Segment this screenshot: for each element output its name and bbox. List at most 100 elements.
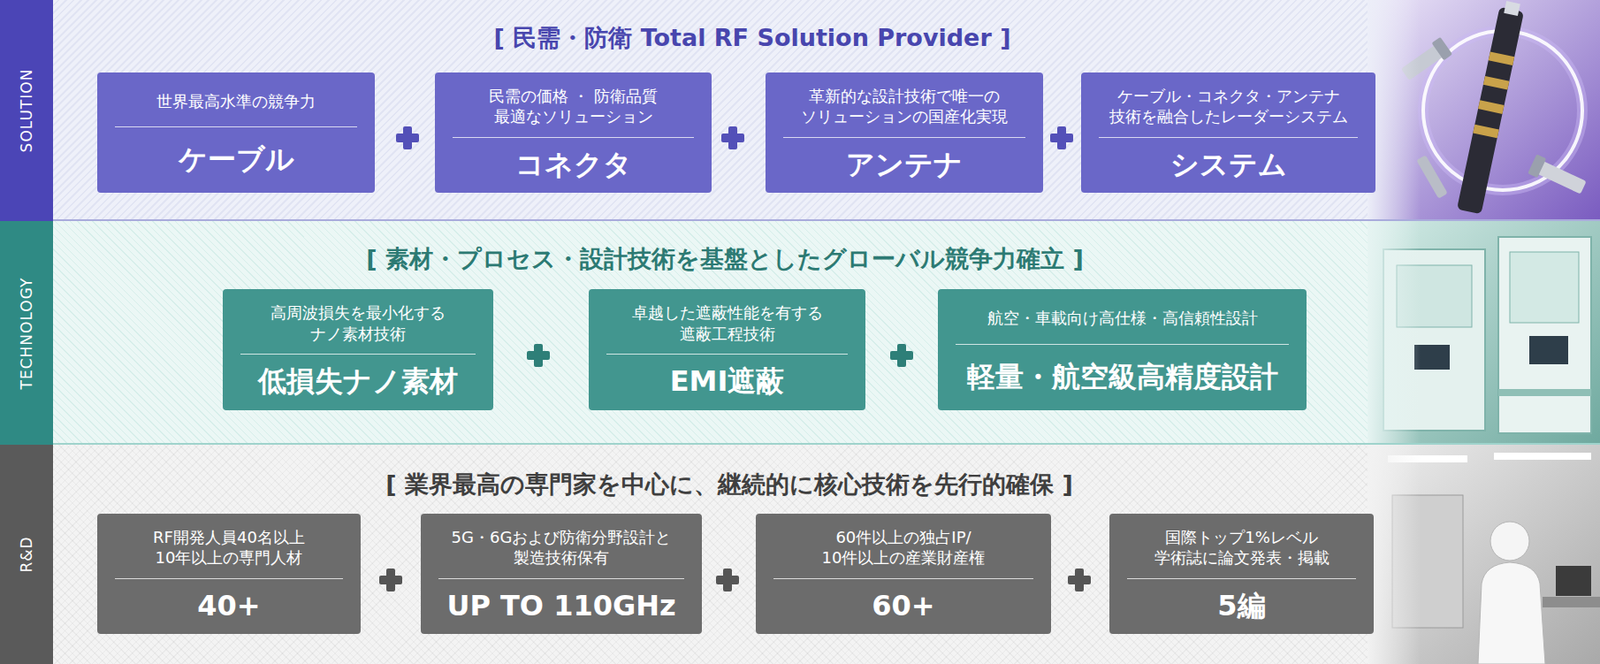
machine-screen xyxy=(1529,335,1569,365)
feature-caption: RF開発人員40名以上 10年以上の専門人材 xyxy=(109,526,349,569)
feature-title: アンテナ xyxy=(777,147,1031,182)
feature-title: ケーブル xyxy=(109,142,363,176)
divider-line xyxy=(783,137,1026,138)
caption-area: RF開発人員40名以上 10年以上の専門人材 xyxy=(109,522,349,573)
feature-box: 卓越した遮蔽性能を有する 遮蔽工程技術 EMI遮蔽 xyxy=(588,289,866,411)
feature-box: 高周波損失を最小化する ナノ素材技術低損失ナノ素材 xyxy=(222,289,494,411)
plus-symbol xyxy=(716,568,740,592)
title-area: 低損失ナノ素材 xyxy=(235,359,481,404)
title-area: 5編 xyxy=(1121,584,1362,627)
section-band: TECHNOLOGY [ 素材・プロセス・設計技術を基盤としたグローバル競争力確立… xyxy=(0,220,1600,445)
section-band: SOLUTION [ 民需・防衛 Total RF Solution Provid… xyxy=(0,0,1600,221)
feature-title: UP TO 110GHz xyxy=(433,588,690,623)
machine-window xyxy=(1509,251,1579,323)
divider-line xyxy=(1127,578,1357,580)
section-heading: [ 民需・防衛 Total RF Solution Provider ] xyxy=(494,22,1012,54)
section-label: R&D xyxy=(17,535,36,572)
section-band: R&D [ 業界最高の専門家を中心に、継続的に核心技術を先行的確保 ] RF開発人員… xyxy=(0,444,1600,664)
feature-title: コネクタ xyxy=(447,147,700,182)
monitor xyxy=(1555,565,1592,596)
connector-body xyxy=(1416,154,1448,199)
coax-cable xyxy=(1456,0,1526,214)
feature-box: 世界最高水準の競争力ケーブル xyxy=(97,72,375,193)
person-head xyxy=(1490,521,1530,561)
glow-ring xyxy=(1423,30,1583,191)
caption-area: 世界最高水準の競争力 xyxy=(109,81,363,122)
machine xyxy=(1498,236,1592,434)
cleanroom-photo xyxy=(1367,444,1600,664)
feature-title: 40+ xyxy=(109,588,349,623)
title-area: アンテナ xyxy=(777,143,1031,186)
photo-fade xyxy=(1367,220,1421,443)
caption-area: ケーブル・コネクタ・アンテナ 技術を融合したレーダーシステム xyxy=(1093,81,1364,132)
connector-nut xyxy=(1527,153,1547,178)
feature-caption: 革新的な設計技術で唯一の ソリューションの国産化実現 xyxy=(777,85,1031,128)
plus-symbol xyxy=(379,568,403,592)
feature-title: 軽量・航空級高精度設計 xyxy=(950,359,1295,394)
feature-title: 低損失ナノ素材 xyxy=(235,364,481,398)
caption-area: 民需の価格 ・ 防衛品質 最適なソリューション xyxy=(447,81,700,132)
section-label: SOLUTION xyxy=(17,68,36,153)
plus-symbol xyxy=(526,343,550,367)
connector-nut xyxy=(1432,37,1454,61)
factory-photo xyxy=(1367,220,1600,443)
divider-line xyxy=(452,137,694,138)
title-area: コネクタ xyxy=(447,143,700,186)
cable-stripe xyxy=(1483,76,1509,91)
plus-symbol xyxy=(1050,126,1074,150)
feature-title: EMI遮蔽 xyxy=(601,364,854,398)
cable-body xyxy=(1456,7,1524,215)
divider-line xyxy=(1098,137,1358,138)
section-label: TECHNOLOGY xyxy=(17,276,36,389)
divider-line xyxy=(240,353,476,355)
photo-ground xyxy=(1367,444,1600,664)
feature-title: 5編 xyxy=(1121,588,1362,623)
caption-area: 卓越した遮蔽性能を有する 遮蔽工程技術 xyxy=(601,297,854,349)
feature-caption: 高周波損失を最小化する ナノ素材技術 xyxy=(235,302,481,344)
title-area: EMI遮蔽 xyxy=(601,359,854,404)
cable-photo xyxy=(1367,0,1600,220)
feature-box: 国際トップ1%レベル 学術誌に論文発表・掲載 5編 xyxy=(1109,513,1374,634)
feature-box: 5G・6Gおよび防衛分野設計と 製造技術保有 UP TO 110GHz xyxy=(420,513,702,634)
person-body xyxy=(1478,562,1546,664)
feature-box: 航空・車載向け高仕様・高信頼性設計軽量・航空級高精度設計 xyxy=(937,289,1307,411)
photo-fade xyxy=(1367,444,1421,664)
title-area: ケーブル xyxy=(109,132,363,186)
caption-area: 革新的な設計技術で唯一の ソリューションの国産化実現 xyxy=(777,81,1031,132)
divider-line xyxy=(773,578,1034,580)
section-heading: [ 素材・プロセス・設計技術を基盤としたグローバル競争力確立 ] xyxy=(365,243,1083,275)
feature-box: 60件以上の独占IP/ 10件以上の産業財産権 60+ xyxy=(755,513,1052,634)
title-area: システム xyxy=(1093,143,1364,186)
caption-area: 国際トップ1%レベル 学術誌に論文発表・掲載 xyxy=(1121,522,1362,573)
title-area: 軽量・航空級高精度設計 xyxy=(950,350,1295,404)
feature-caption: 世界最高水準の競争力 xyxy=(156,91,316,112)
plus-symbol xyxy=(1067,568,1091,592)
cable-stripe xyxy=(1488,52,1515,67)
feature-caption: 航空・車載向け高仕様・高信頼性設計 xyxy=(987,307,1258,328)
cable-tip xyxy=(1503,0,1521,16)
caption-area: 60件以上の独占IP/ 10件以上の産業財産権 xyxy=(768,522,1039,573)
feature-caption: 卓越した遮蔽性能を有する 遮蔽工程技術 xyxy=(601,302,854,344)
feature-caption: 国際トップ1%レベル 学術誌に論文発表・掲載 xyxy=(1121,526,1362,569)
section-heading: [ 業界最高の専門家を中心に、継続的に核心技術を先行的確保 ] xyxy=(385,468,1073,501)
photo-ground xyxy=(1367,220,1600,443)
feature-caption: 60件以上の独占IP/ 10件以上の産業財産権 xyxy=(768,526,1039,569)
feature-title: 60+ xyxy=(768,588,1039,623)
feature-box: 民需の価格 ・ 防衛品質 最適なソリューションコネクタ xyxy=(434,72,712,193)
caption-area: 5G・6Gおよび防衛分野設計と 製造技術保有 xyxy=(433,522,690,573)
feature-caption: 5G・6Gおよび防衛分野設計と 製造技術保有 xyxy=(433,526,690,569)
feature-box: RF開発人員40名以上 10年以上の専門人材 40+ xyxy=(97,513,361,634)
feature-caption: 民需の価格 ・ 防衛品質 最適なソリューション xyxy=(447,85,700,128)
plus-symbol xyxy=(890,343,914,367)
connector xyxy=(1527,153,1588,198)
plus-symbol xyxy=(396,126,420,150)
plus-symbol xyxy=(721,126,745,150)
caption-area: 高周波損失を最小化する ナノ素材技術 xyxy=(235,297,481,349)
feature-box: 革新的な設計技術で唯一の ソリューションの国産化実現アンテナ xyxy=(765,72,1044,193)
divider-line xyxy=(114,126,358,128)
feature-title: システム xyxy=(1093,147,1364,182)
title-area: 40+ xyxy=(109,584,349,627)
divider-line xyxy=(114,578,343,580)
machine-rail xyxy=(1498,388,1592,397)
